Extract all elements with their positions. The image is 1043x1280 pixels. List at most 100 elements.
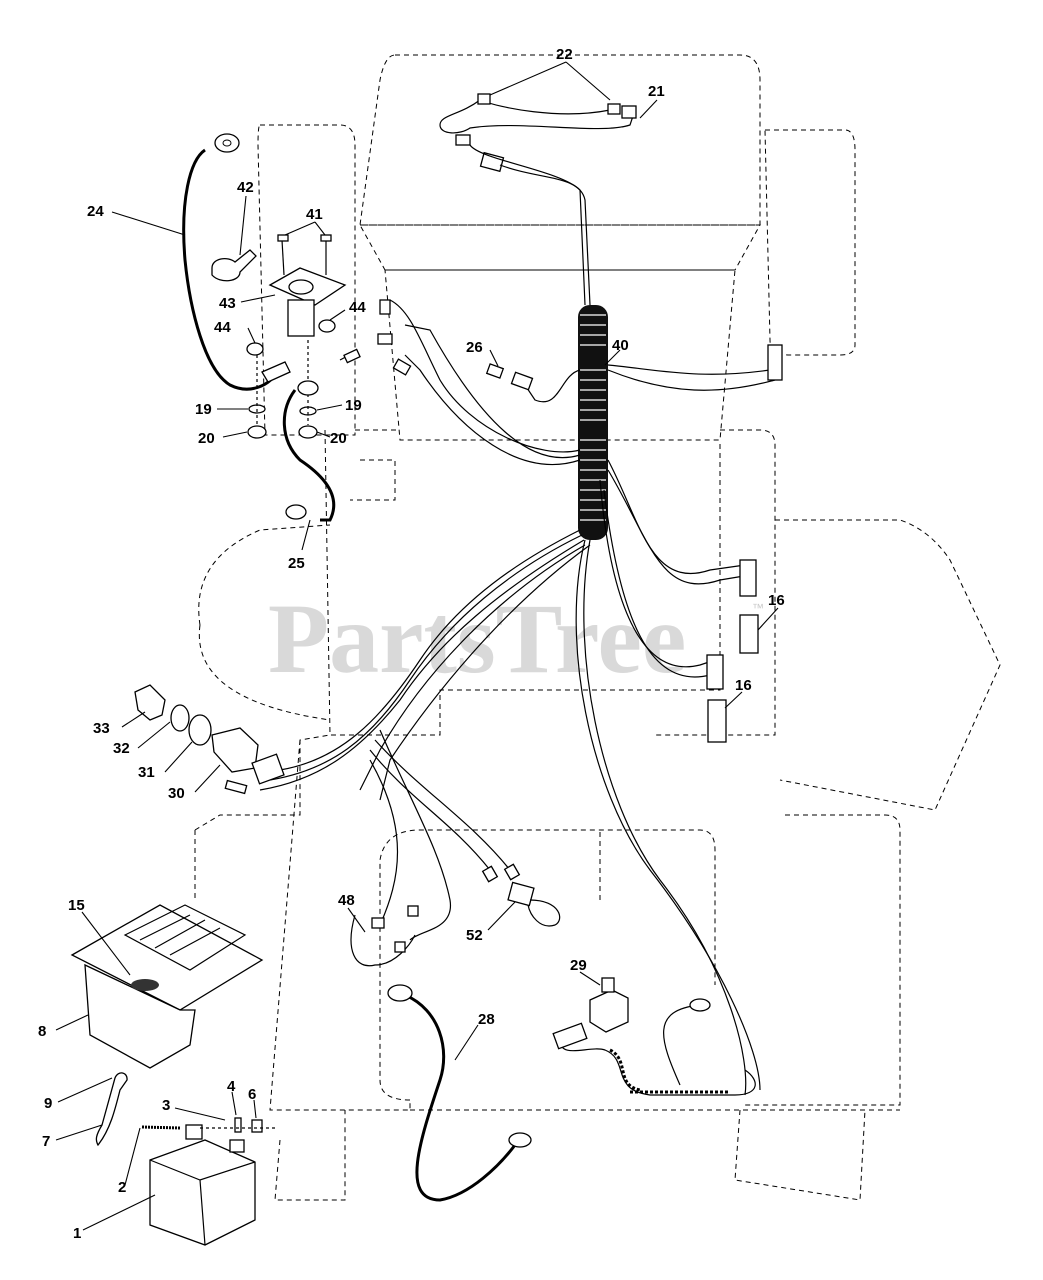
callout-4: 4 <box>227 1078 236 1095</box>
callout-44-left: 44 <box>214 319 231 336</box>
connector-16a-body <box>739 559 757 597</box>
ring-terminal-25 <box>285 504 307 520</box>
battery-body <box>149 1139 256 1246</box>
watermark: PartsTree ™ <box>268 583 764 694</box>
terminal-c <box>392 358 412 376</box>
fuse-holder <box>485 363 505 379</box>
bolt-head-b <box>320 234 332 242</box>
battery <box>95 1072 275 1246</box>
watermark-trademark: ™ <box>752 601 764 615</box>
ignition-assembly <box>134 684 285 795</box>
ring-terminal-25b <box>297 380 319 396</box>
callout-8: 8 <box>38 1023 46 1040</box>
connector-16b-body <box>706 654 724 690</box>
battery-cable-24 <box>182 133 291 391</box>
leader-lines <box>55 61 779 1231</box>
callout-2: 2 <box>118 1179 126 1196</box>
ignition-plug <box>251 753 285 785</box>
vent-tube-7 <box>95 1072 128 1147</box>
battery-post-pos <box>185 1124 203 1140</box>
terminal-d <box>481 865 499 883</box>
solenoid-cap <box>288 279 314 295</box>
callout-52: 52 <box>466 927 483 944</box>
ground-terminal <box>689 998 711 1012</box>
tray-body <box>84 963 196 1069</box>
switch-29 <box>589 989 629 1033</box>
ring-terminal-28b <box>508 1132 532 1148</box>
nut-6 <box>251 1119 263 1133</box>
fuse-plug <box>510 371 534 391</box>
callout-42: 42 <box>237 179 254 196</box>
callout-16-upper: 16 <box>768 592 785 609</box>
connector-16a <box>739 614 759 654</box>
callout-20-right: 20 <box>330 430 347 447</box>
wire-terminal <box>343 348 361 364</box>
right-connector <box>767 344 783 381</box>
callout-43: 43 <box>219 295 236 312</box>
nut-20a <box>247 425 267 439</box>
terminal-24b <box>261 361 291 383</box>
solenoid-body <box>287 299 315 337</box>
seat-switch-assembly <box>552 977 756 1096</box>
headlight-harness <box>439 93 637 306</box>
ignition-terminal <box>224 779 248 795</box>
nut-31 <box>188 714 212 746</box>
cable-28 <box>387 984 532 1202</box>
terminal-f <box>407 905 419 917</box>
terminal-boot-42 <box>211 249 257 282</box>
terminal-g <box>371 917 385 929</box>
callout-48: 48 <box>338 892 355 909</box>
headlight-bulb-right <box>607 103 621 115</box>
nut-44b <box>318 319 336 333</box>
switch-connector <box>552 1022 588 1050</box>
callout-28: 28 <box>478 1011 495 1028</box>
harness-connector <box>455 134 471 146</box>
battery-post-neg <box>229 1139 245 1153</box>
callout-24: 24 <box>87 203 104 220</box>
callout-1: 1 <box>73 1225 81 1242</box>
battery-tray <box>70 904 264 1069</box>
bolt-head-a <box>277 234 289 242</box>
bolt-41a <box>281 239 285 276</box>
callout-25: 25 <box>288 555 305 572</box>
callout-20-left: 20 <box>198 430 215 447</box>
callout-7: 7 <box>42 1133 50 1150</box>
ignition-key <box>134 684 166 721</box>
switch-plunger <box>601 977 615 993</box>
nut-20b <box>298 425 318 439</box>
ring-terminal-28a <box>387 984 413 1002</box>
watermark-text: PartsTree <box>268 583 686 694</box>
callout-29: 29 <box>570 957 587 974</box>
callout-32: 32 <box>113 740 130 757</box>
terminal-h <box>394 941 406 953</box>
callout-16-lower: 16 <box>735 677 752 694</box>
lamp-socket <box>507 881 535 907</box>
terminal-a <box>379 299 391 315</box>
harness-plug <box>479 151 505 173</box>
callout-labels: 22 21 42 24 41 43 44 44 26 40 19 19 20 2… <box>38 46 785 1242</box>
terminal-e <box>503 863 521 881</box>
callout-40: 40 <box>612 337 629 354</box>
headlight-bulb-left <box>477 93 491 105</box>
callout-22: 22 <box>556 46 573 63</box>
ground-cable-25 <box>282 380 336 522</box>
callout-6: 6 <box>248 1086 256 1103</box>
bezel-32 <box>170 704 190 732</box>
callout-9: 9 <box>44 1095 52 1112</box>
bolt-4 <box>234 1117 242 1133</box>
main-wire-loom <box>259 299 783 1096</box>
callout-26: 26 <box>466 339 483 356</box>
callout-21: 21 <box>648 83 665 100</box>
callout-30: 30 <box>168 785 185 802</box>
callout-33: 33 <box>93 720 110 737</box>
callout-19-left: 19 <box>195 401 212 418</box>
callout-19-right: 19 <box>345 397 362 414</box>
callout-41: 41 <box>306 206 323 223</box>
callout-15: 15 <box>68 897 85 914</box>
loom-sleeve <box>578 305 608 540</box>
callout-31: 31 <box>138 764 155 781</box>
nut-44a <box>246 342 264 356</box>
callout-3: 3 <box>162 1097 170 1114</box>
callout-44-right: 44 <box>349 299 366 316</box>
